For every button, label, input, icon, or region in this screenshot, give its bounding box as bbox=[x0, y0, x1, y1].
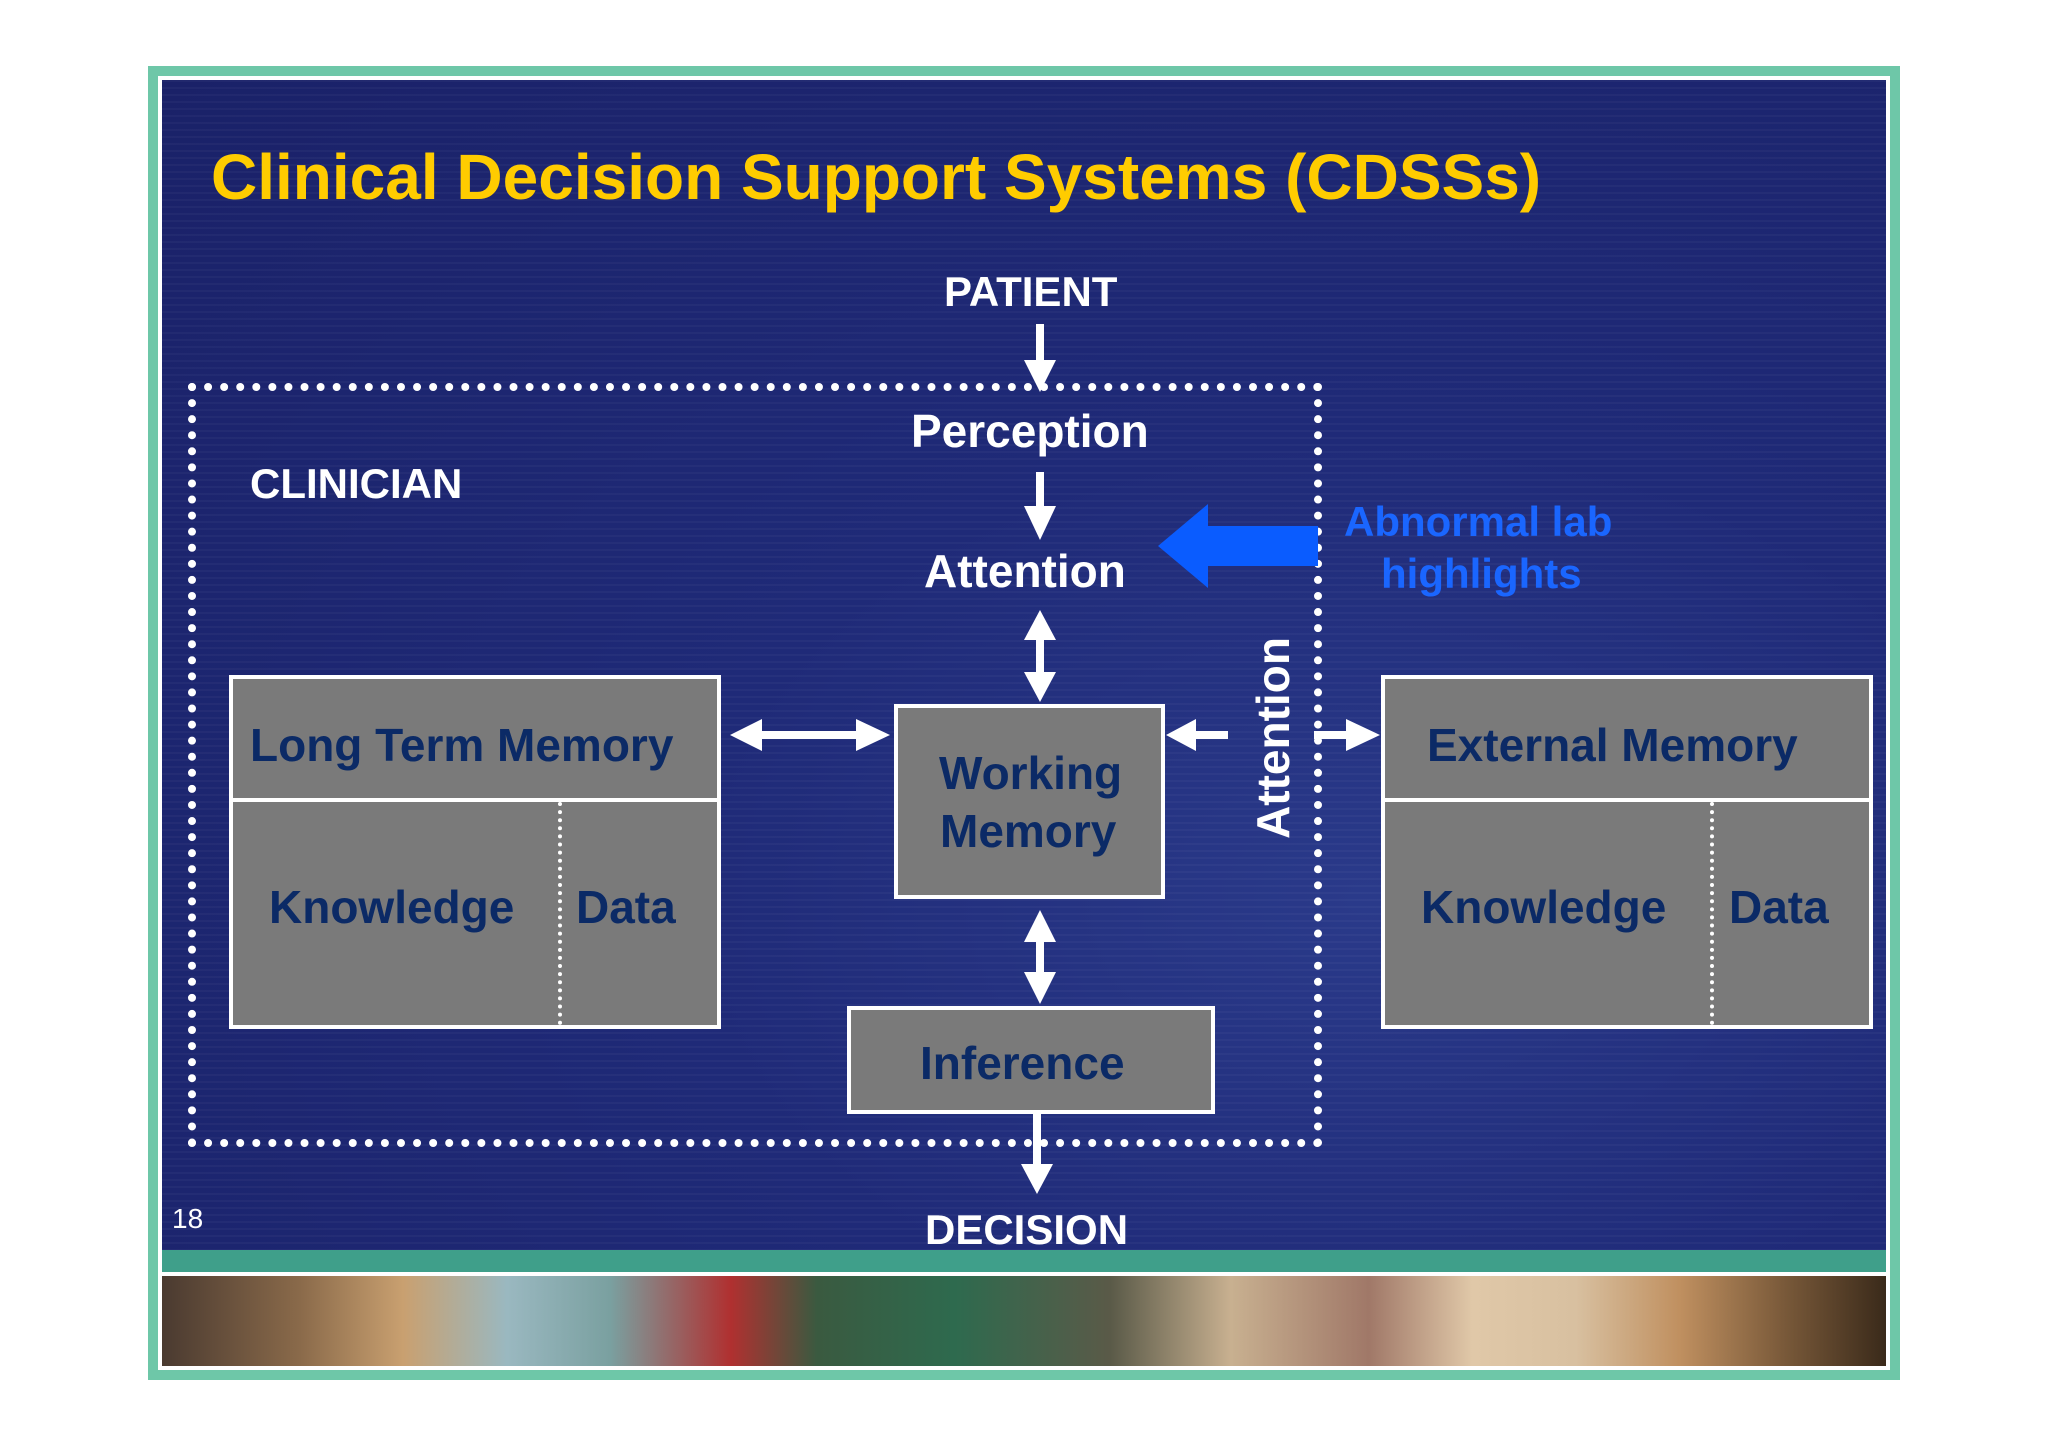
arrow-ltm-working-memory bbox=[730, 719, 890, 751]
long-term-memory-header: Long Term Memory bbox=[250, 719, 674, 771]
inference-box bbox=[847, 1006, 1215, 1114]
perception-label: Perception bbox=[911, 405, 1149, 457]
external-memory-split bbox=[1710, 802, 1714, 1025]
long-term-memory-divider bbox=[233, 798, 717, 802]
abnormal-lab-label-line1: Abnormal lab bbox=[1344, 498, 1613, 545]
arrow-patient-to-perception bbox=[1024, 324, 1056, 392]
long-term-memory-box bbox=[229, 675, 721, 1029]
arrow-inference-to-decision bbox=[1021, 1114, 1053, 1194]
decision-label: DECISION bbox=[925, 1206, 1129, 1253]
teal-band bbox=[162, 1250, 1886, 1272]
inference-label: Inference bbox=[920, 1037, 1125, 1089]
slide-title: Clinical Decision Support Systems (CDSSs… bbox=[211, 141, 1542, 213]
arrow-working-memory-inference bbox=[1024, 910, 1056, 1004]
arrow-attention-working-memory bbox=[1024, 610, 1056, 702]
clinician-boundary bbox=[188, 383, 1322, 1147]
patient-label: PATIENT bbox=[944, 268, 1118, 315]
abnormal-lab-label-line2: highlights bbox=[1381, 550, 1582, 597]
external-memory-knowledge: Knowledge bbox=[1421, 881, 1667, 933]
external-memory-box bbox=[1381, 675, 1873, 1029]
arrow-side-attention-to-working-memory bbox=[1166, 719, 1228, 751]
page-number: 18 bbox=[172, 1203, 204, 1234]
long-term-memory-knowledge: Knowledge bbox=[269, 881, 515, 933]
working-memory-box bbox=[894, 704, 1165, 899]
attention-label: Attention bbox=[924, 545, 1126, 597]
external-memory-data: Data bbox=[1729, 881, 1829, 933]
arrow-to-external-memory bbox=[1314, 719, 1380, 751]
external-memory-header: External Memory bbox=[1427, 719, 1798, 771]
arrow-perception-to-attention bbox=[1024, 472, 1056, 540]
clinician-label: CLINICIAN bbox=[250, 460, 463, 507]
abnormal-lab-arrow bbox=[1158, 504, 1318, 588]
external-memory-divider bbox=[1385, 798, 1869, 802]
long-term-memory-data: Data bbox=[576, 881, 676, 933]
long-term-memory-split bbox=[558, 802, 562, 1025]
working-memory-label-line2: Memory bbox=[940, 805, 1117, 857]
working-memory-label-line1: Working bbox=[939, 747, 1123, 799]
photo-strip-image bbox=[162, 1276, 1886, 1366]
